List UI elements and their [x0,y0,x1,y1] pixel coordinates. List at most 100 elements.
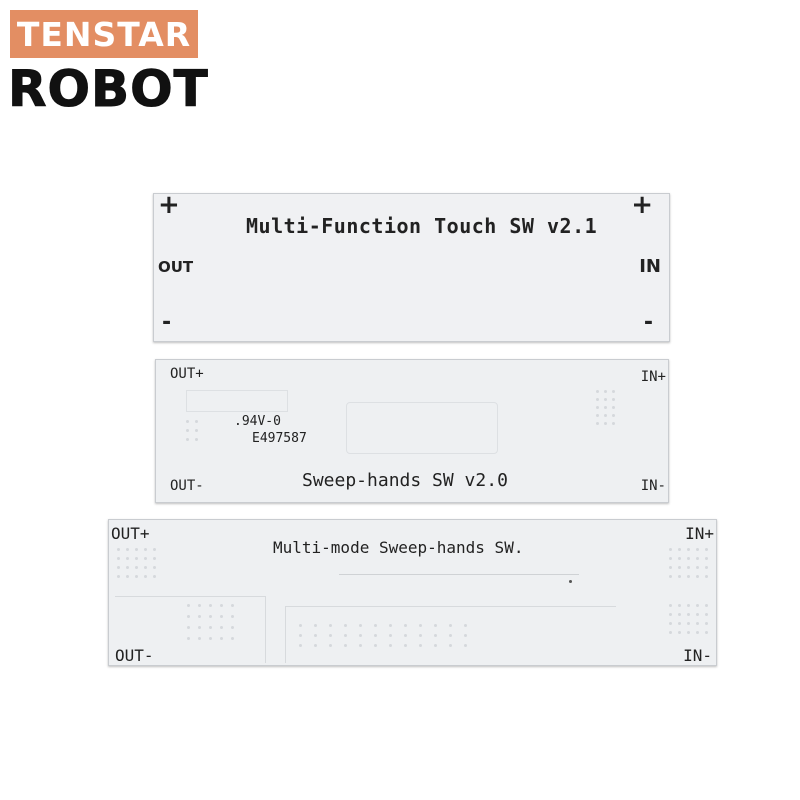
solder-pad [696,622,699,625]
solder-pad [117,575,120,578]
solder-pad [187,626,190,629]
solder-pad [329,644,332,647]
out-plus-label: OUT+ [111,524,150,543]
solder-pad [669,604,672,607]
solder-pad [678,604,681,607]
solder-pad [198,626,201,629]
pcb-trace [346,402,498,454]
solder-pad [374,624,377,627]
solder-pad [596,390,599,393]
solder-pad [195,420,198,423]
solder-pad [220,637,223,640]
solder-pad [153,566,156,569]
solder-pad [231,615,234,618]
solder-pad [569,580,572,583]
solder-pad [696,557,699,560]
solder-pad [329,634,332,637]
solder-pad [669,575,672,578]
solder-pad [612,406,615,409]
solder-pad [153,557,156,560]
solder-pad [117,566,120,569]
solder-pad [612,390,615,393]
solder-pad [389,634,392,637]
solder-pad [126,557,129,560]
solder-pad [187,615,190,618]
solder-pad [220,615,223,618]
solder-pad [696,604,699,607]
solder-pad [696,575,699,578]
solder-pad [678,622,681,625]
solder-pad [144,566,147,569]
solder-pad [705,613,708,616]
solder-pad [464,624,467,627]
solder-pad [314,644,317,647]
in-plus-label: IN+ [640,369,666,385]
solder-pad [705,604,708,607]
solder-pad [135,548,138,551]
solder-pad [195,438,198,441]
solder-pad [209,604,212,607]
solder-pad [186,420,189,423]
solder-pad [678,566,681,569]
solder-pad [231,626,234,629]
solder-pad [696,566,699,569]
plus-left-label: + [158,190,180,220]
solder-pad [696,613,699,616]
board-sweep-hands-v2: OUT+ IN+ .94V-0 E497587 OUT- Sweep-hands… [155,359,669,503]
solder-pad [344,624,347,627]
solder-pad [209,626,212,629]
solder-pad [687,613,690,616]
solder-pad [344,634,347,637]
in-minus-label: IN- [640,478,666,494]
solder-pad [669,557,672,560]
minus-right-label: - [643,310,653,335]
solder-pad [126,575,129,578]
solder-pad [359,624,362,627]
solder-pad [678,613,681,616]
solder-pad [596,422,599,425]
solder-pad [687,622,690,625]
board-multi-mode-sweep-hands: OUT+ IN+ Multi-mode Sweep-hands SW. OUT-… [108,519,717,666]
solder-pad [678,575,681,578]
solder-pad [135,575,138,578]
solder-pad [299,624,302,627]
board-multi-function-touch: + + Multi-Function Touch SW v2.1 OUT IN … [153,190,670,342]
solder-pad [126,566,129,569]
solder-pad [705,631,708,634]
out-minus-label: OUT- [170,478,204,494]
solder-pad [687,604,690,607]
solder-pad [678,548,681,551]
solder-pad [198,637,201,640]
solder-pad [359,634,362,637]
solder-pad [604,390,607,393]
solder-pad [705,575,708,578]
solder-pad [687,566,690,569]
solder-pad [126,548,129,551]
plus-right-label: + [631,190,653,220]
solder-pad [419,644,422,647]
in-label: IN [639,256,661,277]
solder-pad [329,624,332,627]
solder-pad [374,644,377,647]
solder-pad [464,644,467,647]
solder-pad [314,634,317,637]
solder-pad [404,634,407,637]
out-minus-label: OUT- [115,646,154,665]
pcb-trace [115,596,266,663]
pcb-trace [186,390,288,412]
pcb-trace [339,574,579,576]
solder-pad [314,624,317,627]
solder-pad [344,644,347,647]
solder-pad [195,429,198,432]
solder-pad [374,634,377,637]
solder-pad [669,631,672,634]
solder-pad [687,631,690,634]
in-plus-label: IN+ [685,524,714,543]
solder-pad [687,548,690,551]
solder-pad [135,557,138,560]
solder-pad [144,548,147,551]
solder-pad [705,557,708,560]
board-title: Sweep-hands SW v2.0 [302,470,508,491]
solder-pad [612,414,615,417]
solder-pad [604,414,607,417]
